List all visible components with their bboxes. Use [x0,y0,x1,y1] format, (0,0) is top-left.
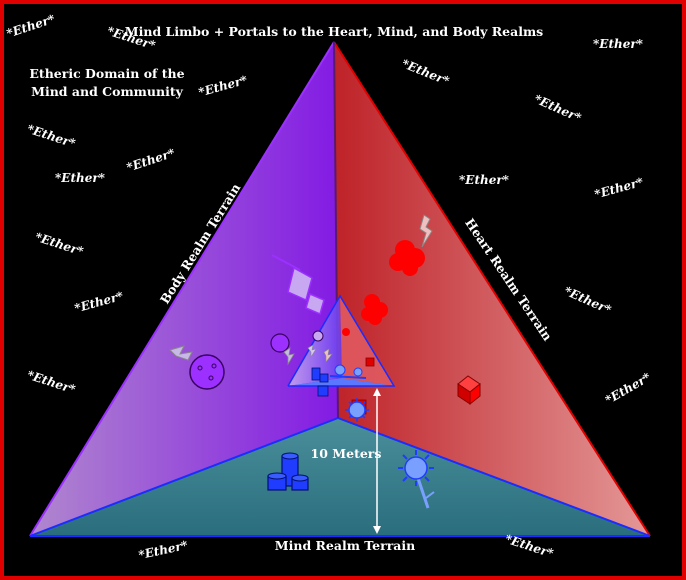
lightning-icon [283,347,295,366]
sun-flower-icon [398,450,435,509]
cube-icon [365,357,375,367]
domain-label-line2: Mind and Community [31,84,183,99]
cylinders-icon [267,452,309,491]
cube-icon [457,375,481,406]
planet-icon [312,330,324,342]
height-label: 10 Meters [311,446,382,461]
lightning-icon [307,344,317,359]
lightning-icon [419,214,433,248]
ether-label: *Ether* [459,173,510,187]
heart-blob-icon [361,294,388,325]
page-title: Mind Limbo + Portals to the Heart, Mind,… [125,24,543,39]
heart-blob-icon [389,240,425,276]
cylinders-icon [311,367,329,397]
height-arrow [373,388,381,534]
ether-label: *Ether* [593,37,644,51]
sun-flower-icon [329,364,367,379]
portal-pyramid [287,294,396,387]
ether-label: *Ether* [55,171,106,185]
lightning-icon [323,348,333,363]
domain-label-line1: Etheric Domain of the [29,66,184,81]
planet-icon [189,354,225,390]
mind-terrain-label: Mind Realm Terrain [275,538,415,553]
lightning-icon [169,345,193,361]
mind-realm-face [30,418,650,536]
heart-blob-icon [342,328,350,336]
sun-flower-icon [345,398,369,422]
planet-icon [270,333,290,353]
flag-icon [271,254,325,316]
